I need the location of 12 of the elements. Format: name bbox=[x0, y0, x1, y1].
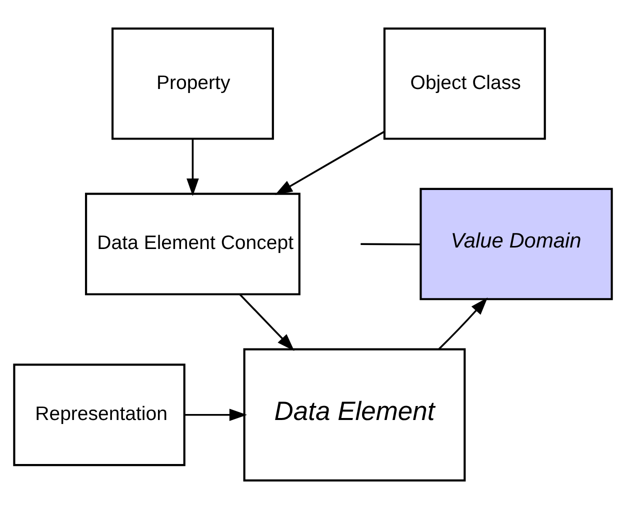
arrow bbox=[438, 297, 488, 350]
node-box: Value Domain bbox=[420, 188, 613, 300]
node-box: Representation bbox=[13, 364, 186, 466]
arrow bbox=[274, 130, 385, 196]
node-box: Data Element bbox=[243, 348, 466, 482]
node-box: Data Element Concept bbox=[84, 192, 300, 296]
node-box: Property bbox=[111, 28, 274, 140]
node-box: Object Class bbox=[383, 28, 546, 140]
arrow bbox=[186, 138, 199, 196]
arrow bbox=[239, 294, 294, 352]
arrow bbox=[184, 408, 248, 422]
connector bbox=[360, 243, 420, 246]
